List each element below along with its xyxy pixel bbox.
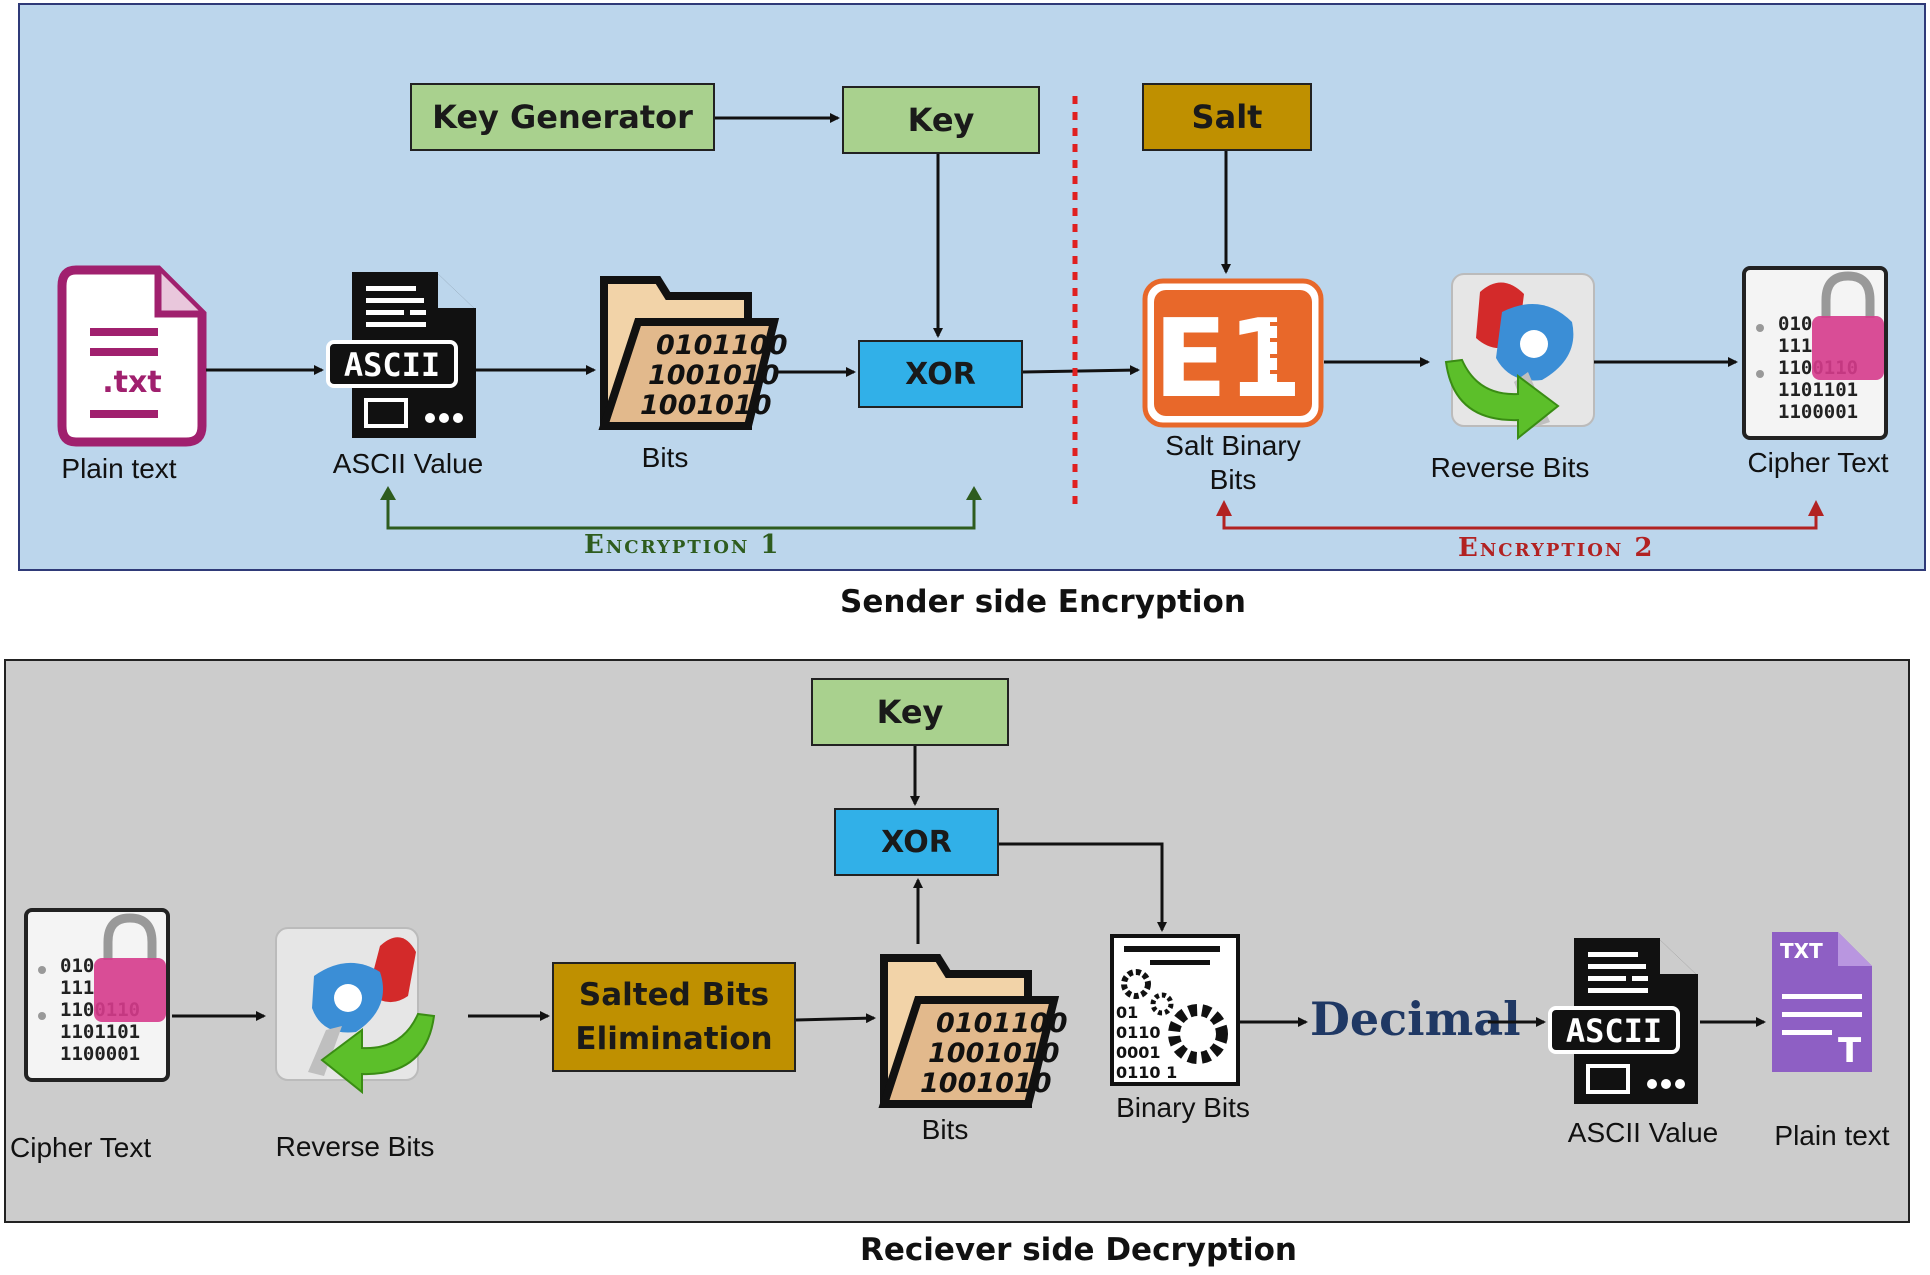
r-plain-text-caption: Plain text (1774, 1120, 1890, 1151)
cipher-text-icon: 010 111 1100110 1101101 1100001 (1742, 266, 1888, 440)
key-generator-label: Key Generator (432, 98, 693, 136)
encryption-2-label: Encryption 2 (1458, 533, 1655, 563)
receiver-section-title: Reciever side Decryption (860, 1232, 1297, 1268)
bits-folder-icon: 0101100 1001010 1001010 (598, 276, 788, 430)
binary-bits-icon: 01 0110 0001 0110 1 (1110, 934, 1240, 1086)
binary-row-3: 0001 (1116, 1043, 1161, 1062)
encryption-1-bracket (386, 498, 976, 530)
salt-box: Salt (1142, 83, 1312, 151)
encryption-1-label: Encryption 1 (584, 530, 781, 560)
reverse-bits-icon (1444, 273, 1595, 441)
receiver-xor-box: XOR (834, 808, 999, 876)
arrow-xor-to-e1 (1022, 365, 1140, 376)
receiver-reverse-bits-icon (275, 927, 436, 1095)
encryption-2-arrow-right (1808, 500, 1824, 516)
ascii-value-caption: ASCII Value (332, 448, 484, 479)
salt-binary-bits-caption-2: Bits (1209, 464, 1257, 495)
reverse-bits-caption: Reverse Bits (1430, 452, 1590, 483)
r-cipher-row-2: 111 (60, 977, 94, 999)
r-bits-row-2: 1001010 (928, 1038, 1060, 1069)
binary-row-2: 0110 (1116, 1023, 1161, 1042)
sender-key-label: Key (907, 101, 975, 139)
arrow-rxor-to-binary (999, 842, 1167, 932)
encryption-2-bracket (1222, 514, 1818, 530)
r-cipher-row-4: 1101101 (60, 1021, 140, 1043)
r-cipher-row-5: 1100001 (60, 1043, 140, 1065)
encryption-1-arrow-right (966, 486, 982, 500)
r-bits-row-1: 0101100 (936, 1008, 1068, 1039)
txt-text: .txt (102, 365, 161, 400)
cipher-row-1: 010 (1778, 313, 1812, 335)
encryption-1-arrow-left (380, 486, 396, 500)
sender-key-box: Key (842, 86, 1040, 154)
sender-xor-box: XOR (858, 340, 1023, 408)
bits-caption: Bits (641, 442, 689, 473)
sender-xor-label: XOR (905, 356, 976, 392)
txt-label: TXT (1780, 939, 1823, 963)
ascii-text: ASCII (344, 346, 440, 384)
arrow-salted-to-rbits (795, 1013, 876, 1024)
receiver-xor-label: XOR (881, 824, 952, 860)
binary-bits-caption: Binary Bits (1116, 1092, 1250, 1123)
binary-row-4: 0110 1 (1116, 1063, 1177, 1082)
receiver-cipher-text-icon: 010 111 1100110 1101101 1100001 (24, 908, 170, 1082)
cipher-row-5: 1100001 (1778, 401, 1858, 423)
txt-file-icon: .txt (57, 265, 207, 447)
r-ascii-text: ASCII (1566, 1012, 1662, 1050)
salted-bits-elimination-box: Salted Bits Elimination (552, 962, 796, 1072)
r-reverse-bits-caption: Reverse Bits (275, 1131, 435, 1162)
receiver-ascii-document-icon: ASCII (1548, 938, 1698, 1104)
bits-row-2: 1001010 (648, 360, 780, 391)
salted-bits-label-1: Salted Bits (578, 977, 770, 1013)
receiver-key-box: Key (811, 678, 1009, 746)
key-generator-box: Key Generator (410, 83, 715, 151)
bits-row-1: 0101100 (656, 330, 788, 361)
receiver-bits-folder-icon: 0101100 1001010 1001010 (878, 954, 1068, 1108)
sender-section-title: Sender side Encryption (840, 584, 1246, 620)
encryption-2-arrow-left (1216, 500, 1232, 516)
r-cipher-row-1: 010 (60, 955, 94, 977)
e1-text: E1 (1154, 297, 1303, 422)
txt-plain-text-icon: TXT T (1772, 932, 1872, 1072)
ascii-document-icon: ASCII (326, 272, 476, 438)
bits-row-3: 1001010 (640, 390, 772, 421)
cipher-text-caption: Cipher Text (1747, 447, 1889, 478)
salt-label: Salt (1191, 98, 1263, 136)
r-cipher-text-caption: Cipher Text (10, 1132, 152, 1163)
e1-salt-icon: E1 (1142, 278, 1324, 428)
binary-row-1: 01 (1116, 1003, 1138, 1022)
cipher-row-2: 111 (1778, 335, 1812, 357)
salted-bits-label-2: Elimination (575, 1021, 773, 1057)
r-ascii-value-caption: ASCII Value (1567, 1117, 1719, 1148)
salt-binary-bits-caption-1: Salt Binary (1165, 430, 1301, 461)
txt-t-label: T (1838, 1031, 1862, 1071)
r-bits-caption: Bits (921, 1114, 969, 1145)
r-bits-row-3: 1001010 (920, 1068, 1052, 1099)
plain-text-caption: Plain text (61, 453, 177, 484)
cipher-row-4: 1101101 (1778, 379, 1858, 401)
receiver-key-label: Key (876, 693, 944, 731)
decimal-label: Decimal (1310, 992, 1521, 1046)
